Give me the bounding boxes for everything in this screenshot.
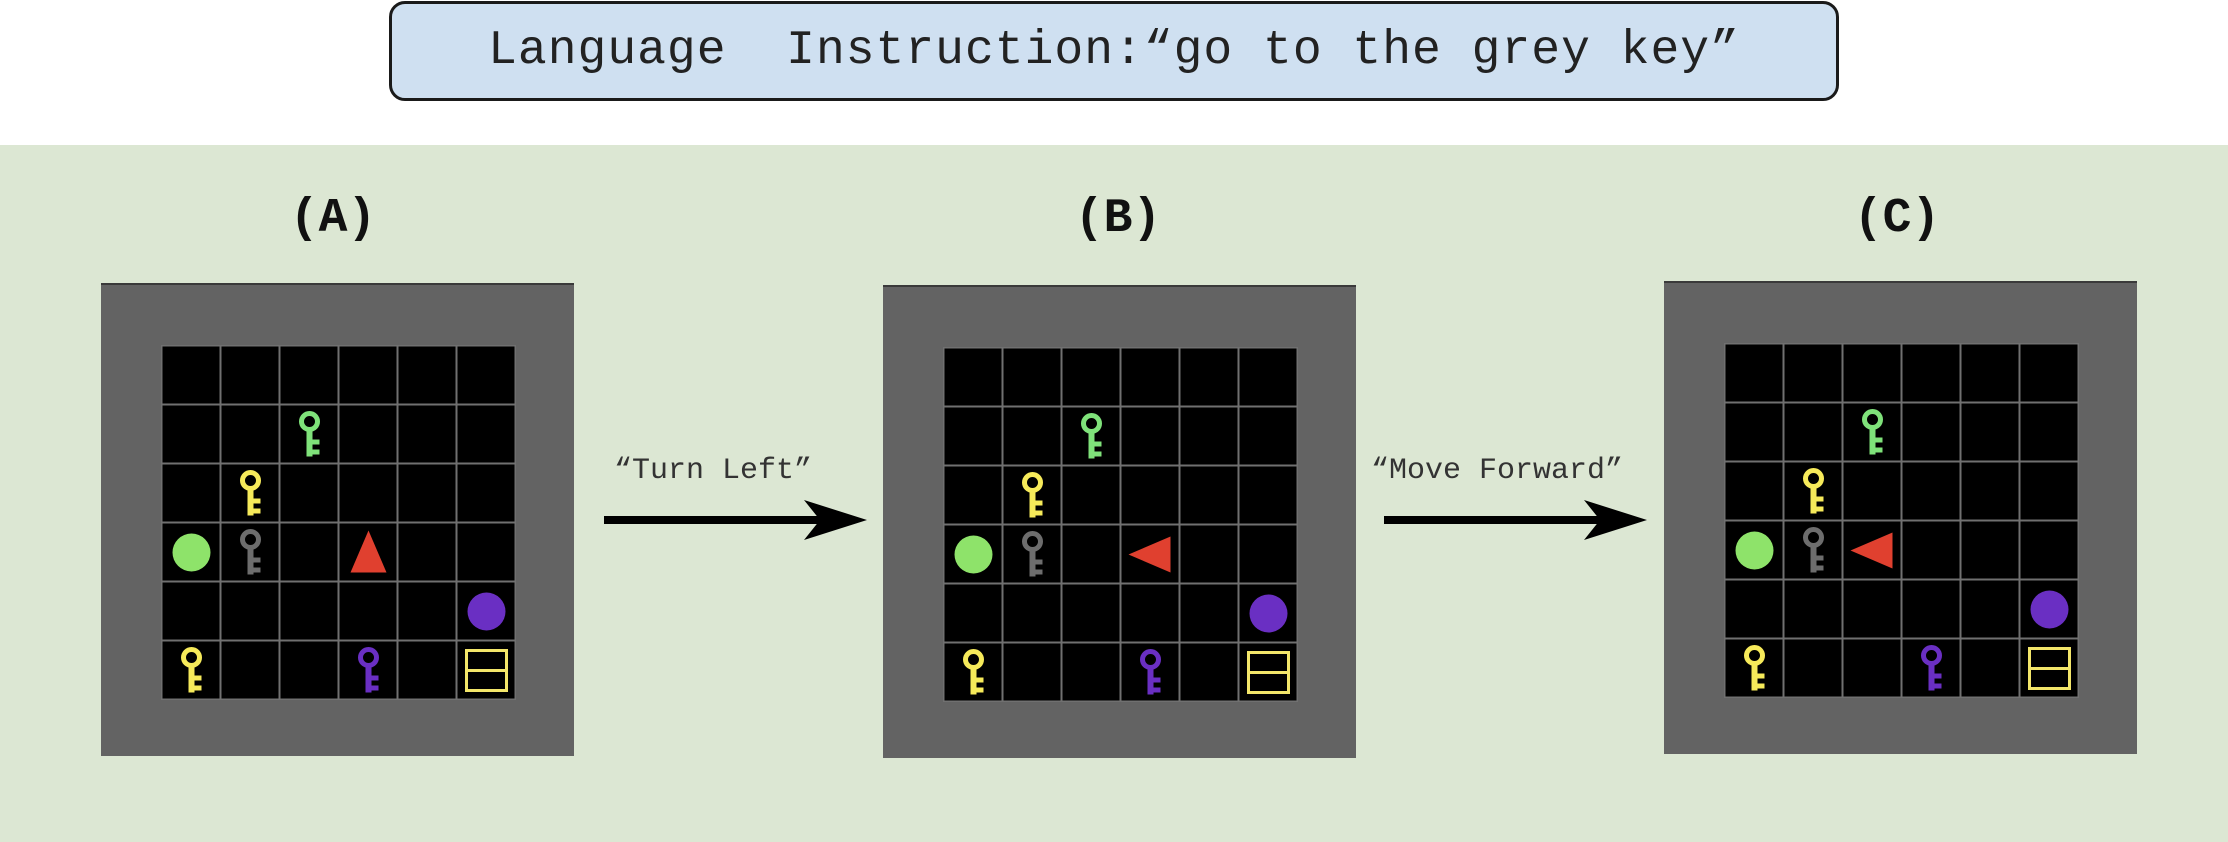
grid-c [1724,343,2079,698]
key-icon [963,649,984,695]
agent-triangle [350,530,387,573]
key-icon [240,529,261,575]
instruction-text: Language Instruction:“go to the grey key… [488,24,1740,78]
grid-b [943,347,1298,702]
ball-icon [954,535,993,574]
grid-svg-b [943,347,1298,702]
panel-label-c: (C) [1853,192,1941,246]
ball-icon [1735,531,1774,570]
key-icon [1022,531,1043,577]
key-icon [240,470,261,516]
grid-a [161,345,516,700]
key-icon [1803,468,1824,514]
gridworld-panel-c [1664,281,2137,754]
ball-icon [1249,594,1288,633]
transition-arrow-2 [1384,500,1647,540]
box-icon [465,649,508,692]
key-icon [1744,645,1765,691]
grid-svg-a [161,345,516,700]
key-icon [1803,527,1824,573]
box-icon [1247,651,1290,694]
transition-label-move-forward: “Move Forward” [1371,454,1624,488]
box-icon [2028,647,2071,690]
panel-label-a: (A) [289,192,377,246]
panel-label-b: (B) [1074,192,1162,246]
gridworld-panel-a [101,283,574,756]
key-icon [1081,413,1102,459]
transition-arrow-1 [604,500,867,540]
transition-label-turn-left: “Turn Left” [614,454,813,488]
grid-svg-c [1724,343,2079,698]
key-icon [358,647,379,693]
instruction-box: Language Instruction:“go to the grey key… [389,1,1839,101]
key-icon [181,647,202,693]
key-icon [1022,472,1043,518]
ball-icon [172,533,211,572]
key-icon [1140,649,1161,695]
agent-triangle [1128,536,1171,573]
gridworld-panel-b [883,285,1356,758]
key-icon [1921,645,1942,691]
key-icon [1862,409,1883,455]
ball-icon [2030,590,2069,629]
key-icon [299,411,320,457]
ball-icon [467,592,506,631]
agent-triangle [1850,532,1893,569]
